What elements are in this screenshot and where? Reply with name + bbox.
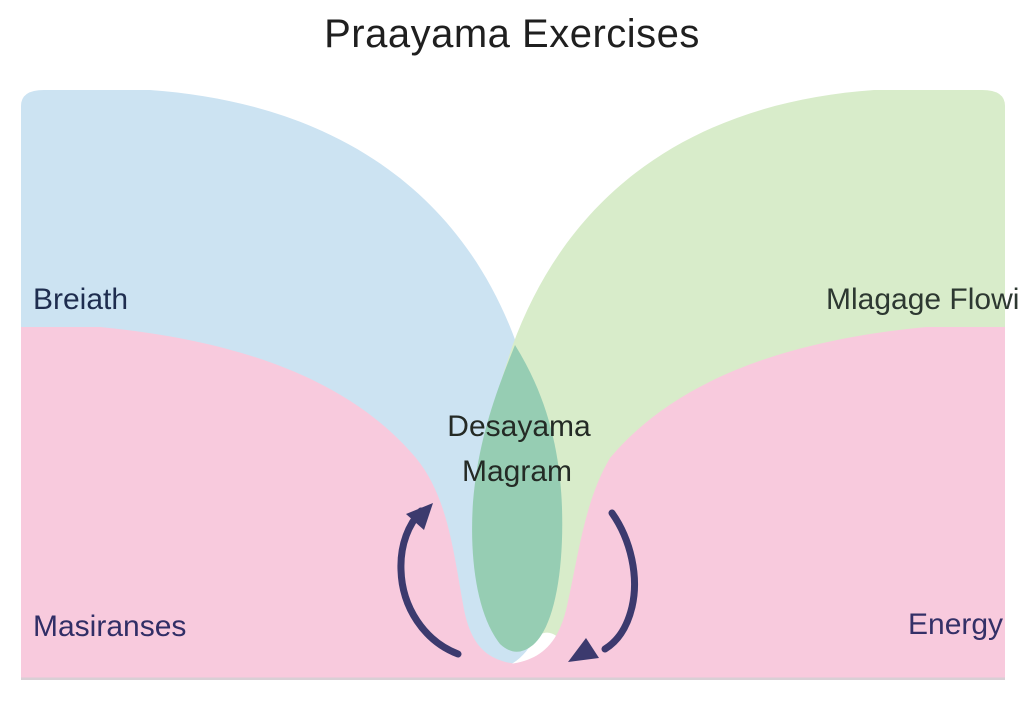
overlap-region-shape [472,345,563,652]
energy-region-right-shape [485,327,1005,678]
energy-region-label: Energy [908,608,1004,641]
breath-region-label: Breiath [33,283,129,316]
cycle-arrow-right-icon [568,509,638,662]
baseline-rule [21,677,1005,680]
masiranses-region-label: Masiranses [33,610,187,643]
overlap-region-label-line2: Magram [461,455,573,488]
flow-region-label: Mlagage Flowi [826,283,1020,316]
page-title: Praayama Exercises [324,12,700,56]
cycle-arrow-left-icon [397,503,462,658]
energy-region-left-shape [21,327,541,678]
overlap-region-label-line1: Desayama [447,410,591,443]
